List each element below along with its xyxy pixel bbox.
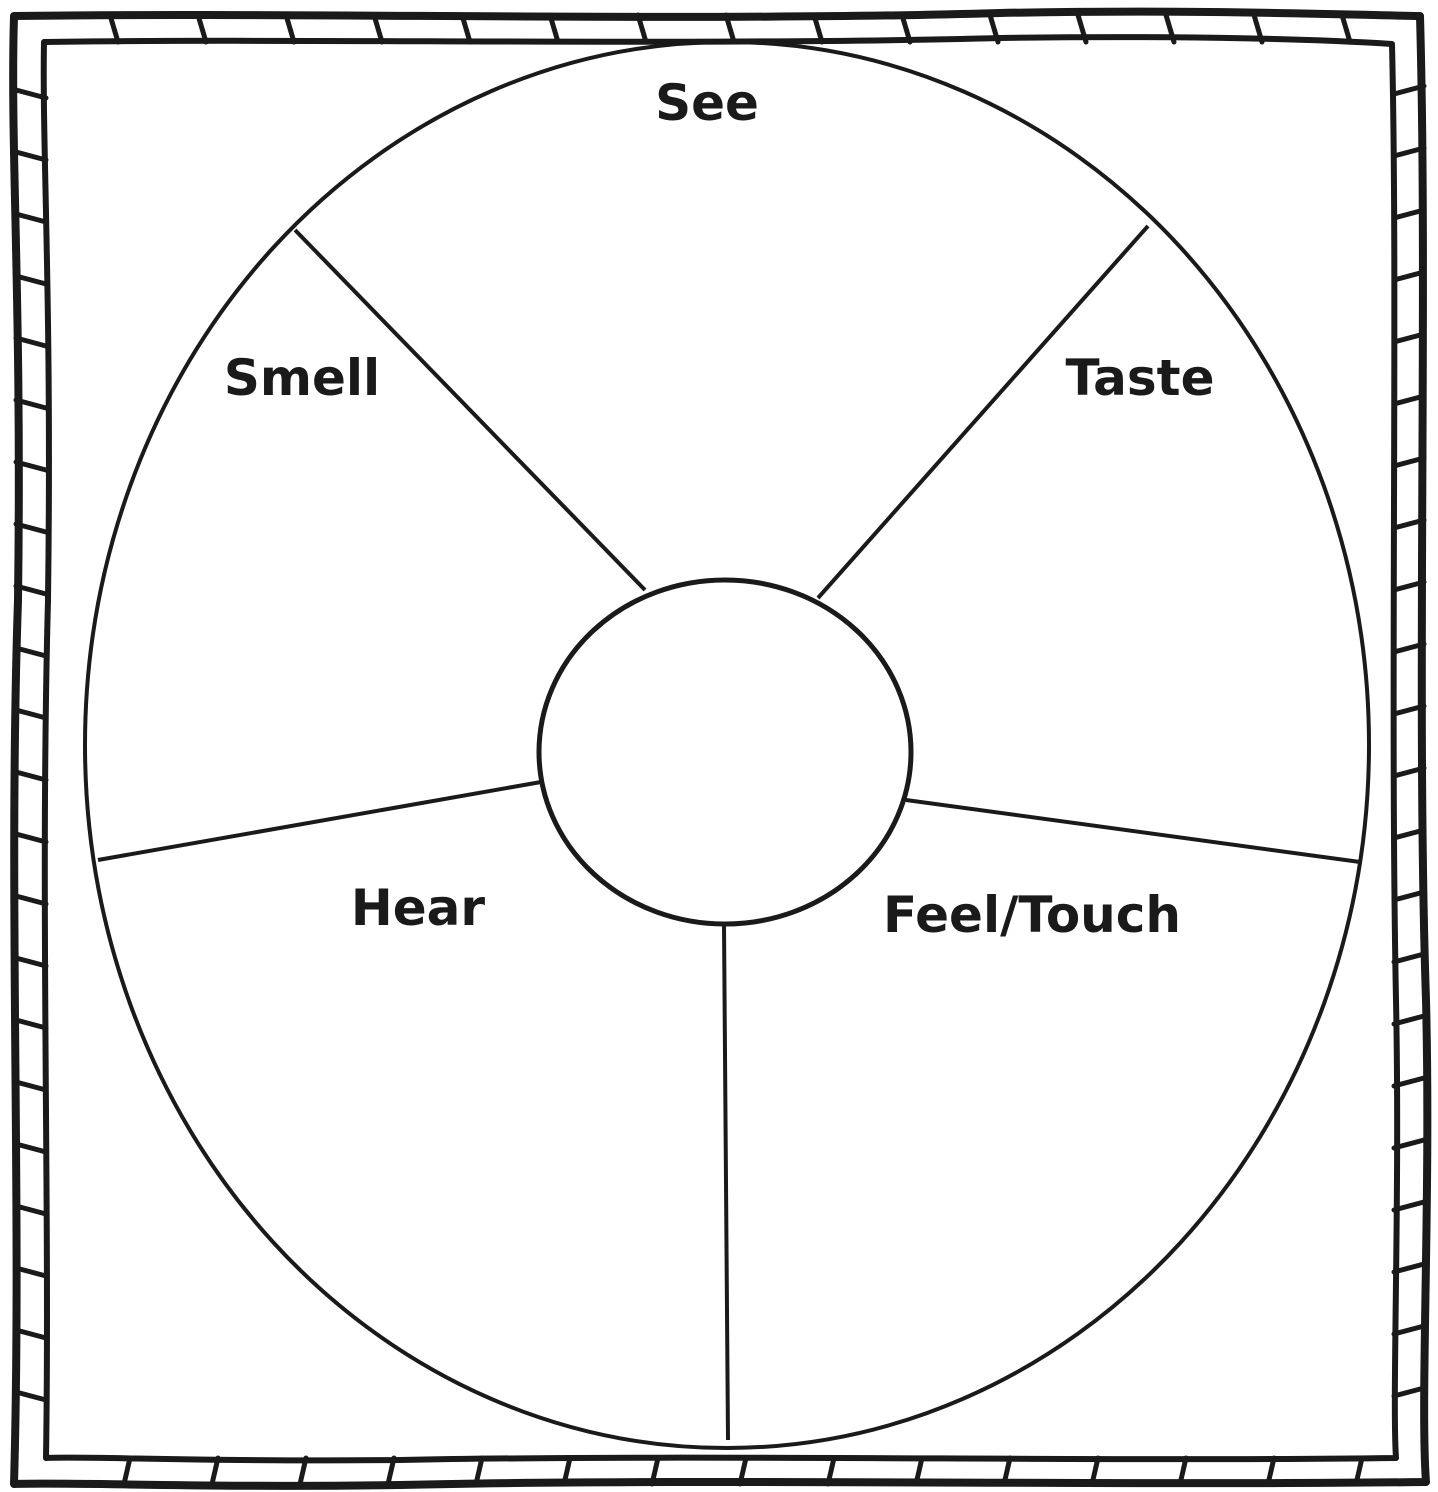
label-hear: Hear xyxy=(351,879,485,937)
divider-smell-hear xyxy=(98,782,541,860)
frame-tick xyxy=(16,710,46,718)
label-smell: Smell xyxy=(224,349,380,407)
frame-tick xyxy=(1394,954,1424,962)
frame-tick xyxy=(16,834,46,842)
frame-tick xyxy=(124,1458,130,1484)
frame-tick xyxy=(16,1206,46,1214)
frame-tick xyxy=(16,958,46,966)
center-circle xyxy=(539,580,911,924)
frame-tick xyxy=(16,1330,46,1338)
label-see: See xyxy=(655,74,759,132)
frame-tick xyxy=(16,1392,46,1400)
frame-tick xyxy=(16,152,46,160)
frame-tick xyxy=(16,214,46,222)
frame-tick xyxy=(16,772,46,780)
frame-tick xyxy=(16,896,46,904)
frame-tick xyxy=(16,1020,46,1028)
divider-see-taste xyxy=(818,226,1148,598)
frame-tick xyxy=(1394,1388,1424,1396)
frame-tick xyxy=(1342,15,1350,42)
frame-tick xyxy=(1394,1326,1424,1334)
frame-tick xyxy=(16,1144,46,1152)
divider-taste-feel xyxy=(906,800,1360,862)
label-feel-touch: Feel/Touch xyxy=(883,886,1181,944)
label-taste: Taste xyxy=(1066,349,1215,407)
divider-see-smell xyxy=(295,230,645,590)
divider-hear-feel xyxy=(724,925,728,1440)
frame-tick xyxy=(16,1082,46,1090)
